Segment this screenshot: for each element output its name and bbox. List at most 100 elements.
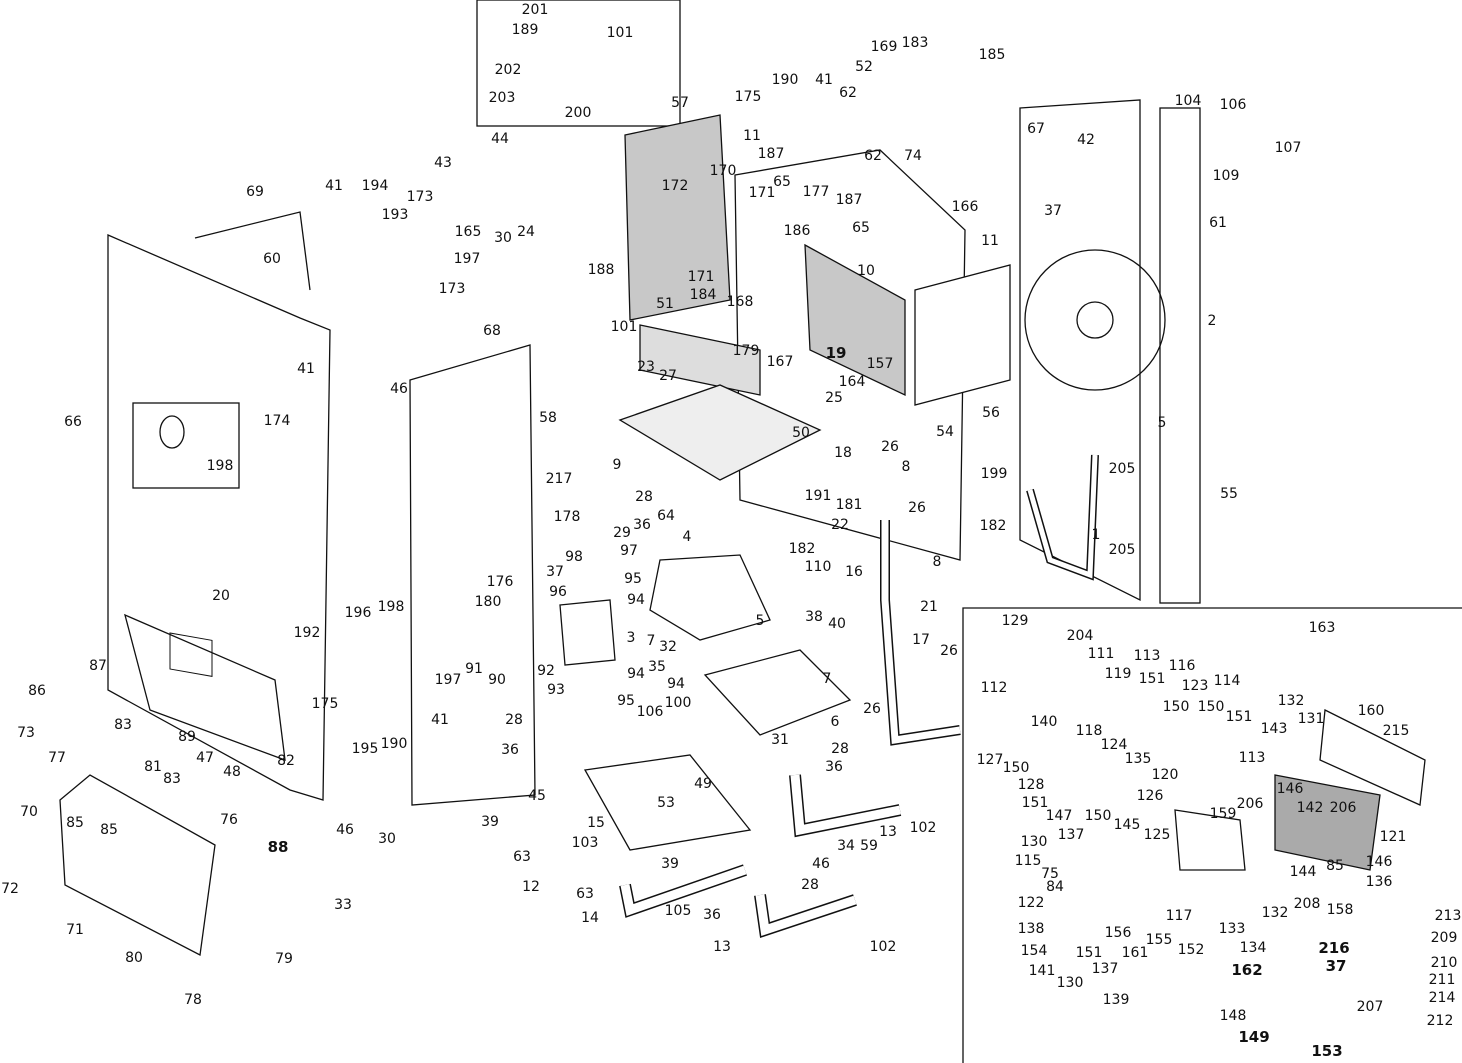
callout-label: 136 [1365,874,1393,890]
pipe-17 [880,520,961,746]
callout-label: 20 [212,588,230,604]
callout-label: 1 [1091,527,1101,543]
callout-label: 173 [438,281,466,297]
callout-label: 65 [852,220,870,236]
callout-label: 173 [406,189,434,205]
callout-label: 7 [646,633,656,649]
callout-label: 182 [979,518,1007,534]
callout-label: 52 [855,59,873,75]
callout-label: 150 [1162,699,1190,715]
callout-label: 36 [633,517,651,533]
callout-label: 56 [982,405,1000,421]
callout-label: 32 [659,639,677,655]
callout-label: 116 [1168,658,1196,674]
inset-box-top [476,0,681,127]
callout-label: 157 [866,356,894,372]
callout-label: 30 [378,831,396,847]
callout-label: 45 [528,788,546,804]
callout-label: 155 [1145,932,1173,948]
callout-label: 54 [936,424,954,440]
callout-label: 142 [1296,800,1324,816]
callout-label: 119 [1104,666,1132,682]
callout-label: 111 [1087,646,1115,662]
callout-label: 171 [687,269,715,285]
callout-label: 184 [689,287,717,303]
callout-label: 129 [1001,613,1029,629]
sight-glass [159,415,185,449]
callout-label: 60 [263,251,281,267]
callout-label: 134 [1239,940,1267,956]
callout-label: 55 [1220,486,1238,502]
callout-label: 125 [1143,827,1171,843]
callout-label: 179 [732,343,760,359]
callout-label: 13 [879,824,897,840]
callout-label: 169 [870,39,898,55]
callout-label: 90 [488,672,506,688]
callout-label: 9 [612,457,622,473]
callout-label: 37 [1325,957,1347,975]
callout-label: 151 [1225,709,1253,725]
callout-label: 151 [1021,795,1049,811]
callout-label: 197 [453,251,481,267]
callout-label: 112 [980,680,1008,696]
callout-label: 69 [246,184,264,200]
callout-label: 150 [1002,760,1030,776]
callout-label: 198 [377,599,405,615]
callout-label: 196 [344,605,372,621]
callout-label: 87 [89,658,107,674]
callout-label: 154 [1020,943,1048,959]
expansion-vessel-hub [1076,301,1114,339]
callout-label: 151 [1138,671,1166,687]
callout-label: 168 [726,294,754,310]
callout-label: 28 [831,741,849,757]
callout-label: 97 [620,543,638,559]
callout-label: 50 [792,425,810,441]
callout-label: 180 [474,594,502,610]
callout-label: 126 [1136,788,1164,804]
callout-label: 206 [1329,800,1357,816]
callout-label: 172 [661,178,689,194]
callout-label: 34 [837,838,855,854]
callout-label: 106 [636,704,664,720]
callout-label: 47 [196,750,214,766]
callout-label: 107 [1274,140,1302,156]
callout-label: 82 [277,753,295,769]
callout-label: 181 [835,497,863,513]
callout-label: 75 [1041,866,1059,882]
callout-label: 42 [1077,132,1095,148]
callout-label: 178 [553,509,581,525]
callout-label: 67 [1027,121,1045,137]
gas-valve-92 [559,599,616,666]
callout-label: 113 [1133,648,1161,664]
callout-label: 85 [1326,858,1344,874]
callout-label: 85 [66,815,84,831]
callout-label: 83 [114,717,132,733]
callout-label: 187 [757,146,785,162]
callout-label: 203 [488,90,516,106]
callout-label: 36 [825,759,843,775]
callout-label: 150 [1197,699,1225,715]
callout-label: 103 [571,835,599,851]
casing-window [124,613,286,761]
callout-label: 65 [773,174,791,190]
callout-label: 161 [1121,945,1149,961]
callout-label: 205 [1108,461,1136,477]
callout-label: 204 [1066,628,1094,644]
callout-label: 33 [334,897,352,913]
front-casing [107,234,331,801]
callout-label: 28 [635,489,653,505]
callout-label: 25 [825,390,843,406]
callout-label: 44 [491,131,509,147]
callout-label: 190 [380,736,408,752]
callout-label: 205 [1108,542,1136,558]
callout-label: 114 [1213,673,1241,689]
callout-label: 209 [1430,930,1458,946]
callout-label: 128 [1017,777,1045,793]
callout-label: 162 [1231,961,1263,979]
callout-label: 84 [1046,879,1064,895]
callout-label: 35 [648,659,666,675]
callout-label: 46 [390,381,408,397]
callout-label: 96 [549,584,567,600]
